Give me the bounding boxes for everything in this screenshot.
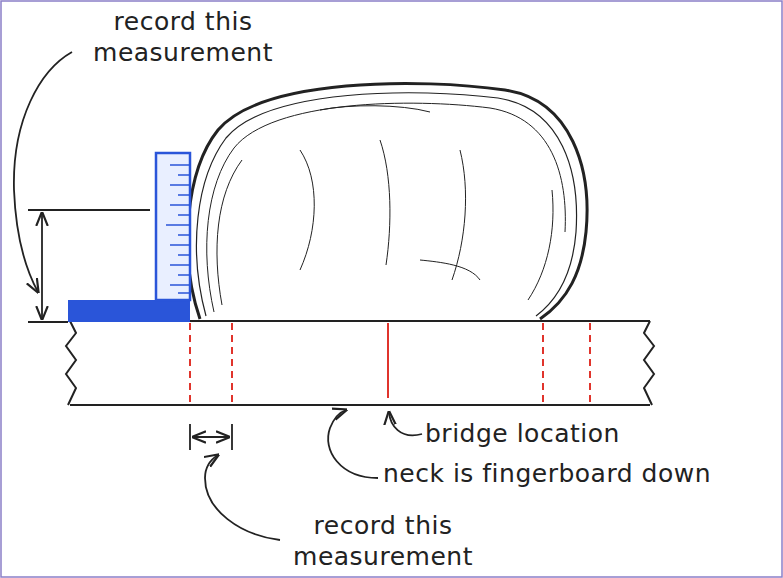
neck bbox=[66, 321, 654, 405]
machinist-square bbox=[68, 153, 190, 322]
part-label: bridge location bbox=[425, 418, 725, 449]
orientation-note: neck is fingerboard down bbox=[383, 458, 778, 489]
callout-note: record this measurement bbox=[268, 510, 498, 572]
width-dimension bbox=[190, 424, 280, 540]
reference-lines bbox=[190, 323, 590, 404]
height-dimension bbox=[14, 52, 150, 322]
body-blob bbox=[188, 83, 587, 319]
callout-note: record this measurement bbox=[68, 6, 298, 68]
